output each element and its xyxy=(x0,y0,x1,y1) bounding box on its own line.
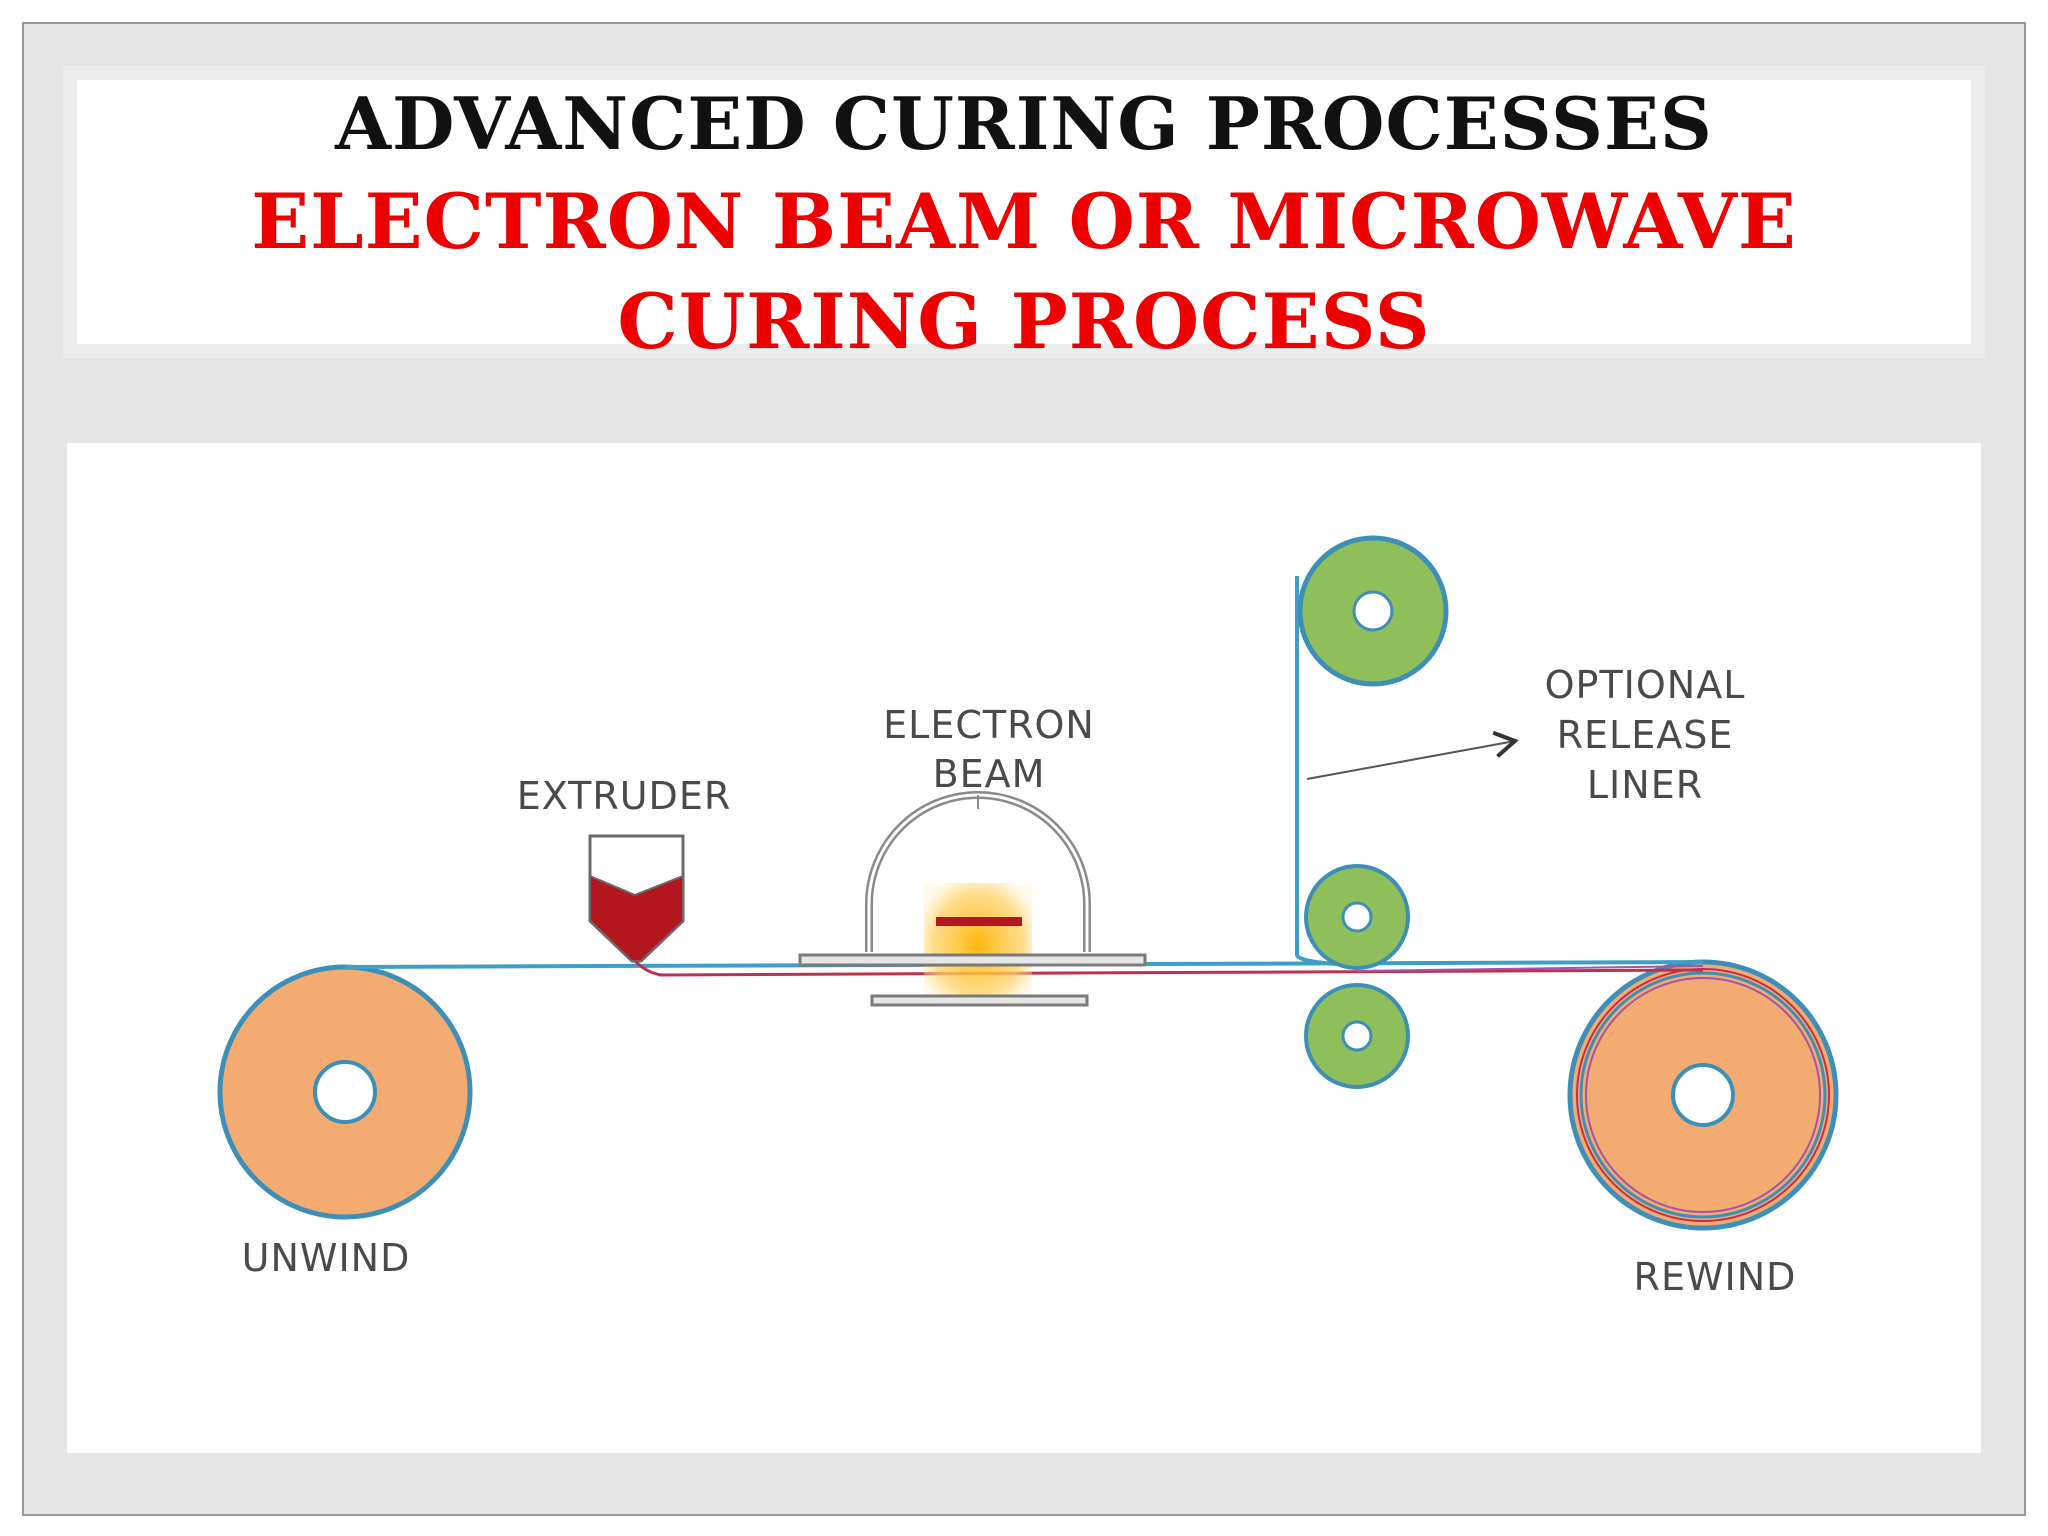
label-release-liner-1: OPTIONAL xyxy=(1545,663,1746,707)
label-release-liner-3: LINER xyxy=(1587,763,1703,807)
slide-subtitle-line-2: CURING PROCESS xyxy=(617,277,1431,366)
rewind-reel xyxy=(1567,959,1839,1231)
electron-beam-unit xyxy=(798,791,1147,1007)
process-diagram: EXTRUDER ELECTRON BEAM OPTIONAL RELEASE … xyxy=(217,535,1839,1299)
extruder-icon xyxy=(588,834,685,977)
release-liner-roll xyxy=(1297,535,1449,687)
release-liner-pointer xyxy=(1306,730,1519,780)
slide-title: ADVANCED CURING PROCESSES xyxy=(335,81,1713,166)
slide-subtitle-line-1: ELECTRON BEAM OR MICROWAVE xyxy=(251,177,1797,266)
title-box: ADVANCED CURING PROCESSES ELECTRON BEAM … xyxy=(63,66,1985,366)
label-electron-beam-2: BEAM xyxy=(933,752,1046,796)
process-diagram-panel: EXTRUDER ELECTRON BEAM OPTIONAL RELEASE … xyxy=(67,443,1981,1453)
label-extruder: EXTRUDER xyxy=(517,774,731,818)
label-unwind: UNWIND xyxy=(242,1236,411,1280)
label-release-liner-2: RELEASE xyxy=(1557,713,1734,757)
lower-nip-roller xyxy=(1304,983,1410,1089)
label-rewind: REWIND xyxy=(1634,1255,1797,1299)
upper-nip-roller xyxy=(1304,864,1410,970)
unwind-reel xyxy=(217,964,473,1220)
label-electron-beam-1: ELECTRON xyxy=(883,703,1095,747)
